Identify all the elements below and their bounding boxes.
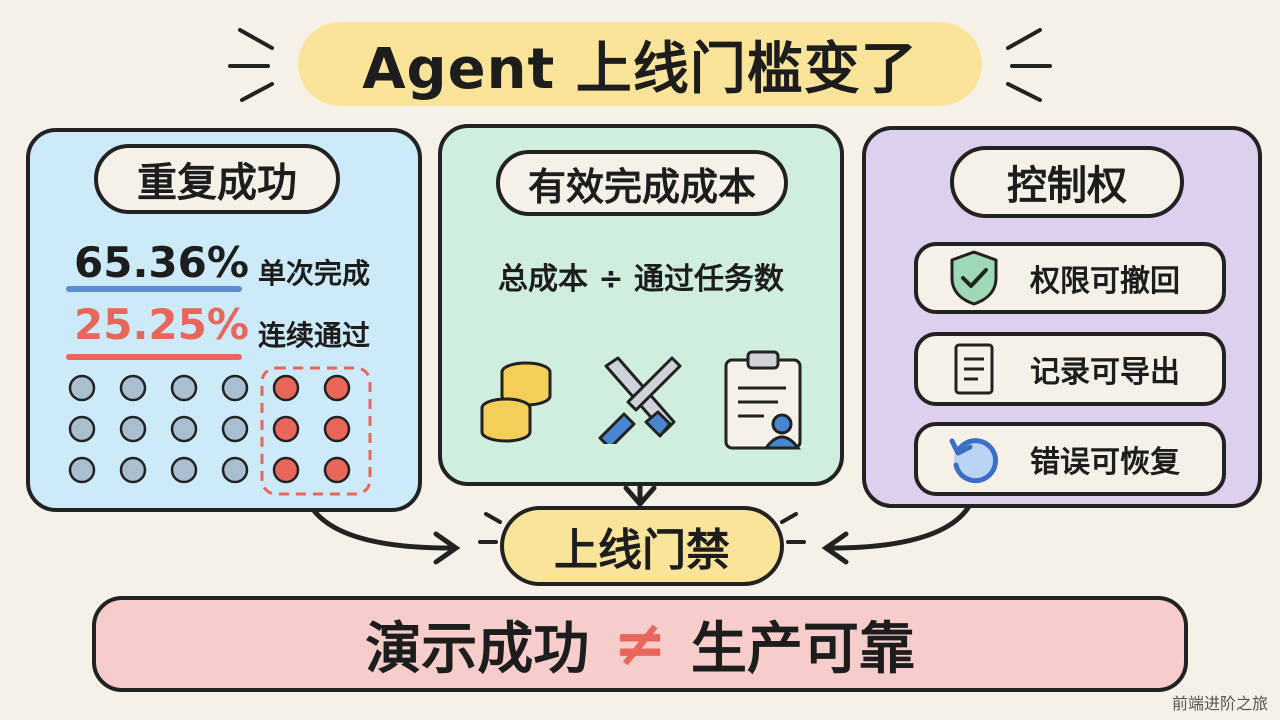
dot-single (68, 374, 96, 402)
dot-consecutive (323, 415, 351, 443)
consecutive-rate-value: 25.25% (74, 300, 249, 349)
title-banner: Agent 上线门槛变了 (298, 22, 982, 106)
error-recoverable-item: 错误可恢复 (914, 422, 1226, 496)
demo-success-text: 演示成功 (365, 616, 590, 682)
dot-consecutive (272, 456, 300, 484)
launch-gate: 上线门禁 (500, 506, 784, 586)
dot-single (119, 374, 147, 402)
error-recoverable-label: 错误可恢复 (1030, 445, 1180, 480)
tools-icon (598, 356, 682, 444)
shield-check-icon (950, 250, 998, 306)
repeat-success-panel (26, 128, 422, 512)
consecutive-rate-label: 连续通过 (258, 319, 371, 352)
record-exportable-label: 记录可导出 (1030, 355, 1180, 390)
watermark: 前端进阶之旅 (1172, 694, 1269, 713)
single-rate-underline (66, 286, 242, 292)
single-rate-label: 单次完成 (258, 257, 371, 290)
cost-formula: 总成本 ÷ 通过任务数 (497, 262, 785, 297)
dot-single (221, 374, 249, 402)
dot-single (170, 415, 198, 443)
dot-single (68, 456, 96, 484)
permission-revocable-label: 权限可撤回 (1030, 264, 1180, 299)
single-rate-value: 65.36% (74, 238, 249, 287)
dot-single (119, 456, 147, 484)
control-title: 控制权 (950, 146, 1184, 218)
permission-revocable-item: 权限可撤回 (914, 242, 1226, 314)
record-exportable-item: 记录可导出 (914, 332, 1226, 406)
dot-consecutive (323, 374, 351, 402)
dot-single (170, 374, 198, 402)
dot-single (221, 415, 249, 443)
dot-single (119, 415, 147, 443)
consecutive-rate-underline (66, 354, 242, 360)
clipboard-user-icon (724, 350, 802, 450)
effective-cost-title: 有效完成成本 (496, 150, 788, 216)
bottom-banner: 演示成功 ≠ 生产可靠 (92, 596, 1188, 692)
not-equal-symbol: ≠ (613, 607, 667, 681)
page-title: Agent 上线门槛变了 (362, 36, 918, 102)
production-reliable-text: 生产可靠 (690, 616, 915, 682)
dot-single (68, 415, 96, 443)
success-dots-grid (68, 366, 372, 496)
coins-icon (480, 361, 552, 443)
undo-icon (949, 438, 998, 484)
dot-consecutive (272, 374, 300, 402)
repeat-success-title: 重复成功 (94, 144, 340, 214)
dot-single (170, 456, 198, 484)
dot-consecutive (272, 415, 300, 443)
highlight-box (260, 366, 372, 496)
dot-single (221, 456, 249, 484)
document-icon (954, 343, 994, 395)
dot-consecutive (323, 456, 351, 484)
